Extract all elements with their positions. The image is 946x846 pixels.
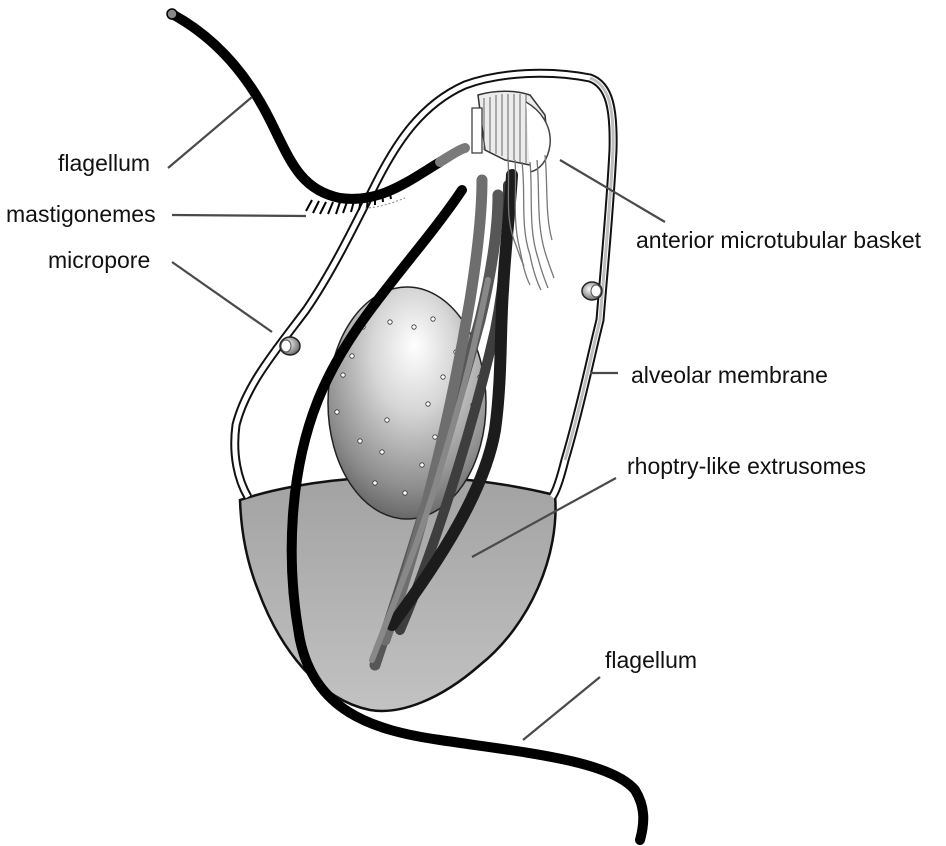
label-mastigonemes: mastigonemes: [6, 201, 156, 227]
micropore-left: [280, 337, 300, 355]
label-micropore: micropore: [48, 247, 150, 273]
label-alveolar-membrane: alveolar membrane: [631, 362, 828, 388]
label-flagellum-top: flagellum: [58, 150, 150, 176]
label-rhoptry-extrusomes: rhoptry-like extrusomes: [627, 453, 866, 479]
micropore-right: [582, 282, 602, 300]
label-flagellum-bottom: flagellum: [605, 647, 697, 673]
flagellum-tip: [167, 9, 177, 19]
label-anterior-microtubular-basket: anterior microtubular basket: [636, 227, 922, 253]
anterior-flagellum: [172, 14, 440, 199]
